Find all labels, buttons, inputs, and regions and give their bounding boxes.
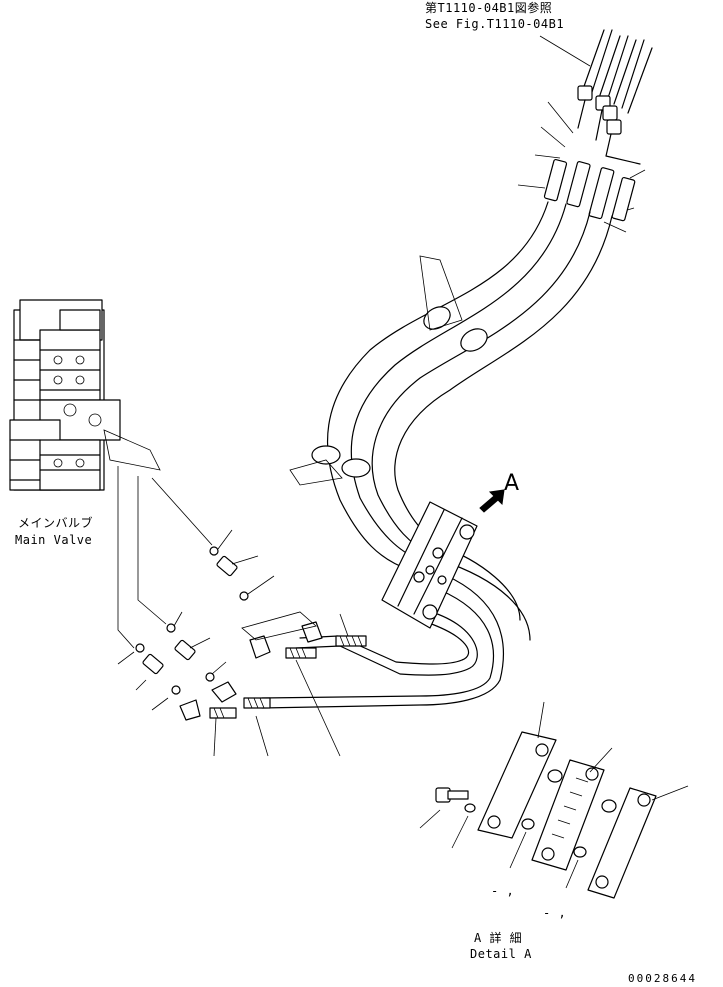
curved-hoses	[261, 201, 613, 709]
hose-sleeves	[209, 635, 367, 719]
see-fig-label-en: See Fig.T1110-04B1	[425, 17, 565, 31]
main-valve	[9, 299, 161, 491]
detail-a-exploded-clamp	[435, 731, 657, 899]
valve-fittings	[135, 546, 323, 721]
main-valve-label-jp: メインバルブ	[18, 516, 94, 530]
valve-leader-lines	[117, 466, 213, 649]
view-direction-arrow-icon	[479, 489, 505, 513]
lower-leader-lines	[117, 529, 349, 757]
detail-dash-mark-1: - ,	[491, 884, 515, 898]
main-valve-label-en: Main Valve	[15, 533, 93, 547]
upper-hose-bundle	[577, 29, 653, 165]
see-fig-label-jp: 第T1110-04B1図参照	[425, 1, 553, 15]
upper-fittings	[543, 158, 636, 222]
leader-line-see-fig	[539, 35, 591, 67]
detail-a-label-jp: A 詳 細	[474, 931, 523, 945]
detail-a-leader-lines	[419, 701, 689, 889]
detail-a-label-en: Detail A	[470, 947, 532, 961]
clamp-block	[381, 501, 478, 629]
view-letter-a: A	[504, 471, 520, 496]
hose-clamps	[289, 255, 488, 486]
detail-dash-mark-2: - ,	[543, 906, 567, 920]
drawing-number: 00028644	[628, 972, 697, 985]
